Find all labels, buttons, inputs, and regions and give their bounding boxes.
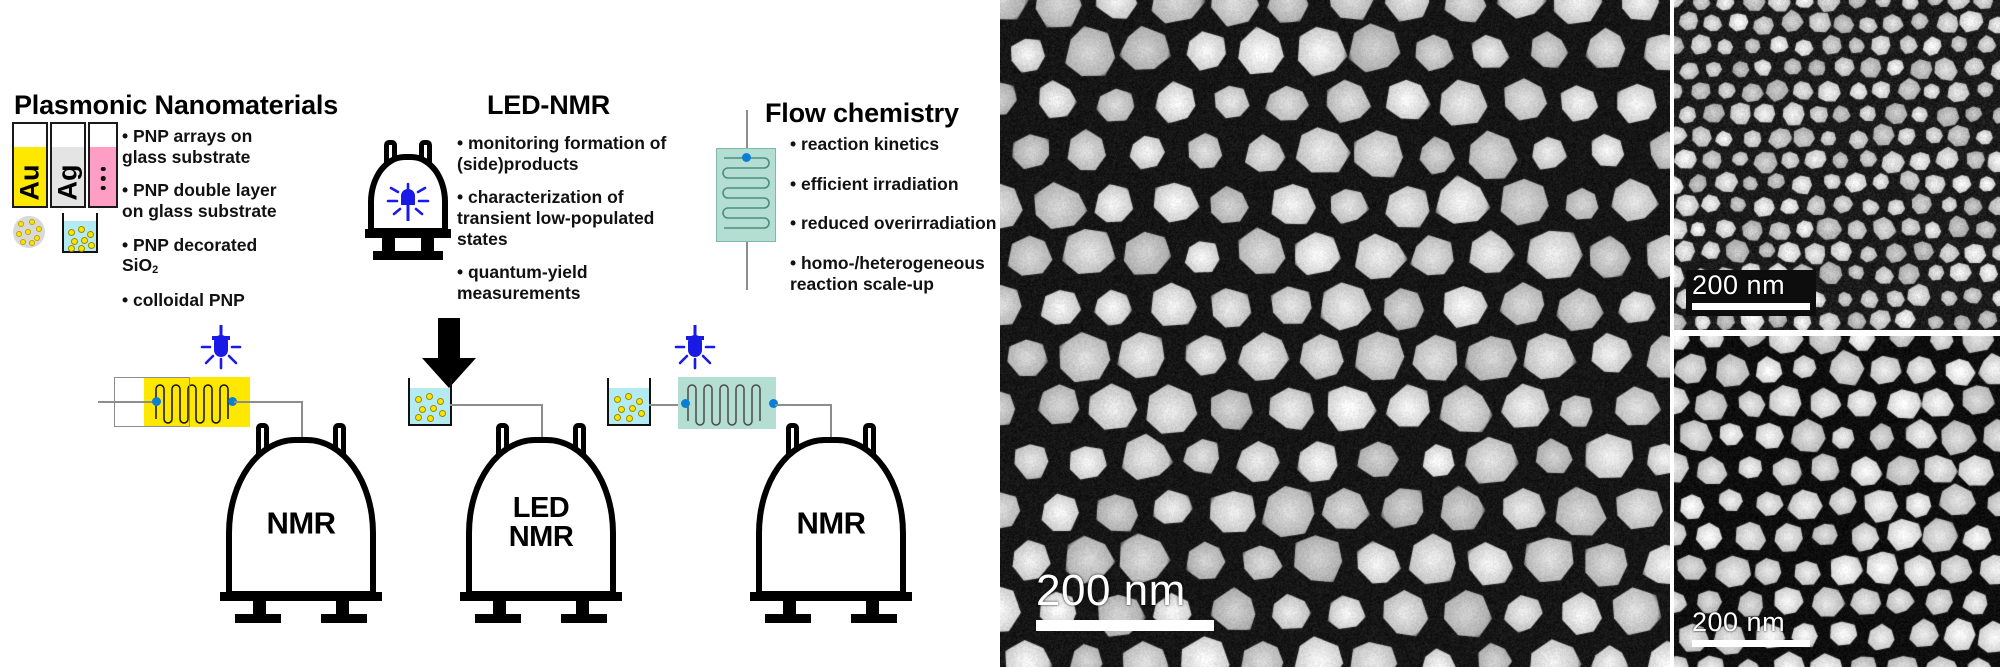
cuvette-au: Au: [12, 122, 48, 208]
nmr-foot-right: [321, 614, 367, 623]
cuvette-fill: [52, 146, 84, 206]
nmr-body: [226, 437, 376, 597]
nmr-leg-left: [783, 598, 796, 614]
bullet-item: • characterization of transient low-popu…: [457, 187, 655, 249]
lednmr-label-line2: NMR: [508, 521, 574, 553]
nmr-body: [756, 437, 906, 597]
bullet-item: • reaction kinetics: [790, 134, 940, 154]
reactor-port-out-left: [228, 397, 237, 406]
bullet-item: • colloidal PNP: [122, 290, 245, 311]
cuvette-fill: [14, 146, 46, 206]
bullet-item: • PNP double layer on glass substrate: [122, 180, 277, 221]
nmr-leg-left: [493, 598, 506, 614]
nmr-leg-right: [576, 598, 589, 614]
sio2-sphere-icon: [13, 216, 45, 248]
nmr-base: [460, 592, 622, 601]
sem-canvas-bottom-right: [1674, 336, 2000, 667]
bullet-list-flow: • reaction kinetics • efficient irradiat…: [790, 134, 1005, 313]
column-title-lednmr: LED-NMR: [487, 90, 611, 120]
nmr-foot-right: [851, 614, 897, 623]
flow-reactor-vertical: [716, 148, 776, 242]
sem-canvas-main: [1000, 0, 1670, 667]
led-icon-left: [198, 325, 244, 377]
nmr-base: [364, 229, 452, 238]
nmr-instrument-left: NMR: [220, 423, 382, 623]
scalebar-label: 200 nm: [1692, 270, 1786, 300]
bullet-list-plasmonic: • PNP arrays on glass substrate • PNP do…: [122, 126, 297, 311]
nmr-leg-right: [866, 598, 879, 614]
nmr-foot-left: [235, 614, 281, 623]
flow-inlet-tube: [746, 110, 748, 150]
outlet-tube-left-h: [234, 401, 302, 403]
nmr-foot-left: [765, 614, 811, 623]
serpentine-channel: [687, 384, 761, 426]
bullet-item: • quantum-yield measurements: [457, 262, 588, 303]
scalebar-line: [1036, 620, 1214, 631]
sem-image-bottom-right: 200 nm: [1674, 336, 2000, 667]
cuvette-other: [88, 122, 118, 208]
serpentine-channel: [722, 157, 770, 229]
ellipsis-dots-icon: [100, 166, 106, 190]
down-arrow-icon: [418, 318, 480, 390]
sem-image-top-right: 200 nm: [1674, 0, 2000, 330]
nmr-leg-left: [253, 598, 266, 614]
beaker-to-reactor-tube-right: [649, 404, 683, 406]
sem-image-main: 200 nm: [1000, 0, 1670, 667]
inlet-tube-left: [98, 401, 154, 403]
scalebar-bottom-right: 200 nm: [1686, 607, 1816, 653]
scalebar-line: [1692, 640, 1810, 647]
bullet-text: • PNP decorated SiO: [122, 234, 258, 276]
scalebar-line: [1692, 303, 1810, 310]
led-icon-inside-magnet: [386, 182, 430, 221]
flow-reactor-right-teal: [678, 377, 776, 429]
bullet-item: • PNP arrays on glass substrate: [122, 126, 253, 167]
nmr-foot-right: [397, 251, 444, 260]
cuvette-label-au: Au: [14, 164, 45, 201]
nmr-base: [220, 592, 382, 601]
reactor-port-in-left: [152, 397, 161, 406]
column-title-plasmonic: Plasmonic Nanomaterials: [14, 90, 339, 120]
colloid-beaker-middle: [408, 378, 452, 426]
led-icon-right: [672, 325, 718, 377]
bullet-list-lednmr: • monitoring formation of (side)products…: [457, 133, 692, 303]
outlet-tube-right-h: [775, 404, 831, 406]
nmr-leg-right: [420, 235, 434, 251]
nmr-label: NMR: [266, 505, 336, 541]
nmr-foot-left: [372, 251, 419, 260]
lednmr-instrument-middle: LED NMR: [460, 423, 622, 623]
nmr-base: [750, 592, 912, 601]
scalebar-top-right: 200 nm: [1686, 270, 1816, 316]
schematic-panel: Plasmonic Nanomaterials LED-NMR Flow che…: [12, 90, 997, 623]
scalebar-label: 200 nm: [1036, 566, 1186, 615]
cuvette-label-ag: Ag: [52, 164, 83, 201]
lednmr-label-line1: LED: [512, 492, 570, 524]
flow-outlet-tube: [746, 240, 748, 290]
serpentine-channel: [155, 384, 229, 424]
colloid-beaker-right: [607, 378, 651, 426]
beaker-outlet-tube-middle-h: [450, 404, 542, 406]
nmr-label: NMR: [796, 505, 866, 541]
reactor-port-out-right: [769, 399, 778, 408]
nmr-leg-left: [382, 235, 396, 251]
flow-port-top: [742, 153, 751, 162]
nmr-foot-left: [475, 614, 521, 623]
nmr-leg-right: [336, 598, 349, 614]
scalebar-main: 200 nm: [1036, 569, 1214, 631]
lednmr-label: LED NMR: [466, 494, 616, 552]
column-title-flow: Flow chemistry: [765, 98, 959, 128]
reactor-port-in-right: [681, 399, 690, 408]
scalebar-label: 200 nm: [1692, 607, 1786, 637]
bullet-item: • reduced overirradiation: [790, 213, 997, 234]
subscript-2: 2: [152, 264, 159, 277]
nmr-instrument-right: NMR: [750, 423, 912, 623]
nmr-foot-right: [561, 614, 607, 623]
bullet-item: • efficient irradiation: [790, 173, 959, 194]
cuvette-ag: Ag: [50, 122, 86, 208]
bullet-item: • monitoring formation of (side)products: [457, 133, 667, 174]
nmr-magnet-icon-top: [364, 140, 452, 260]
bullet-item: • PNP decorated SiO2: [122, 235, 297, 278]
bullet-item: • homo-/heterogeneous reaction scale-up: [790, 252, 985, 294]
nmr-body: [466, 437, 616, 597]
colloid-beaker-icon: [62, 213, 98, 253]
